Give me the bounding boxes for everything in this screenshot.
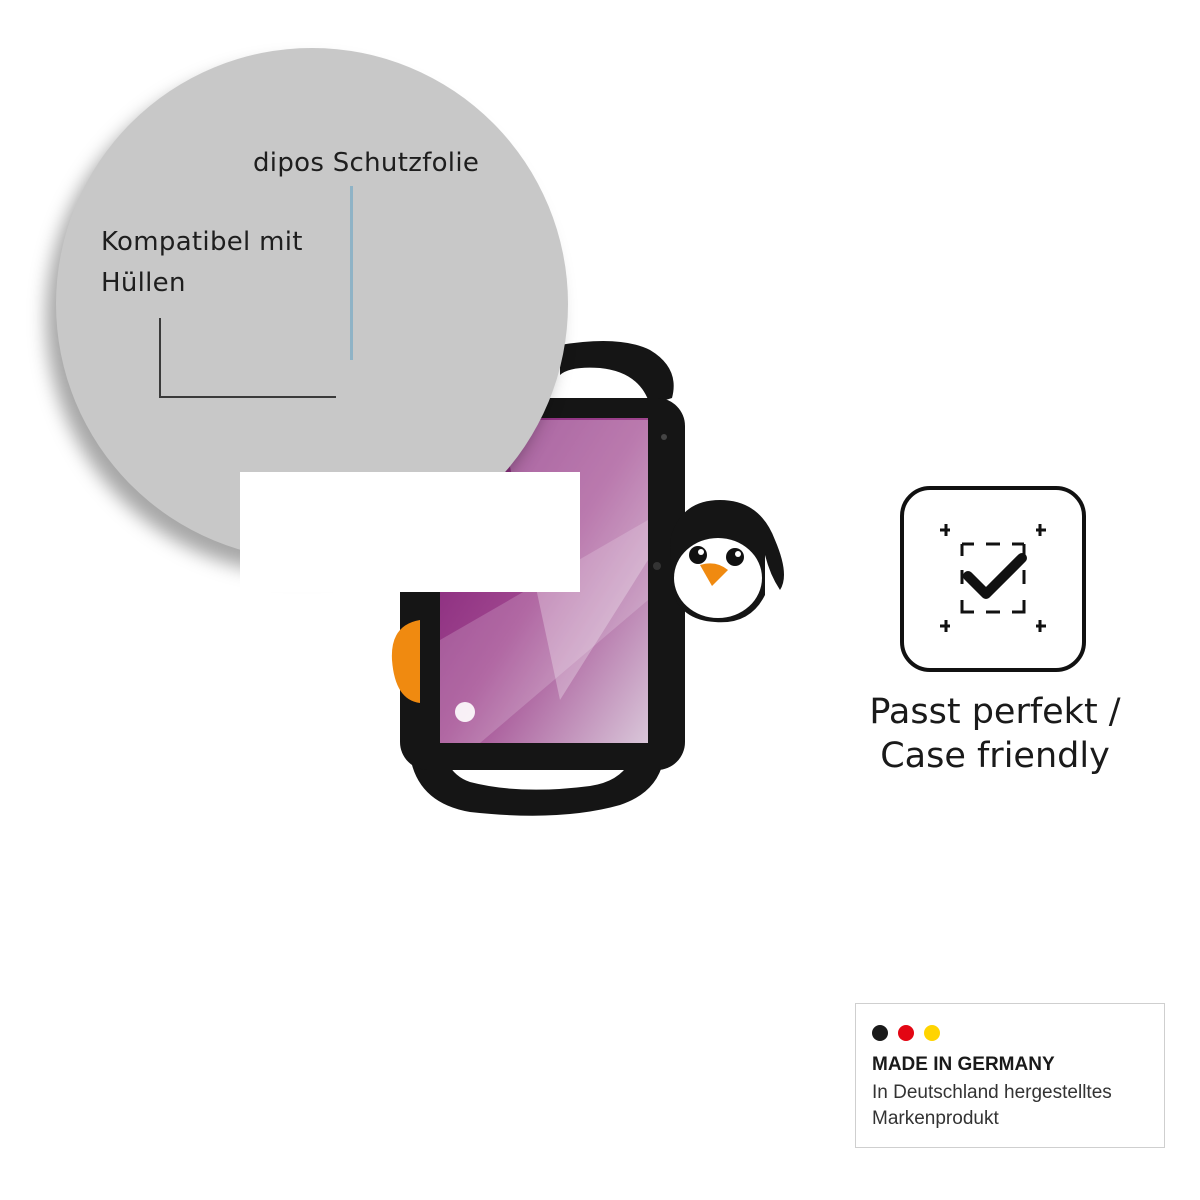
flag-dot-black (872, 1025, 888, 1041)
case-pointer-line-vertical (159, 318, 161, 398)
case-friendly-text: Passt perfekt / Case friendly (869, 692, 1121, 776)
made-in-germany-subtitle: In Deutschland hergestelltes Markenprodu… (872, 1082, 1112, 1129)
zoom-cutout (240, 472, 580, 592)
film-pointer-line (350, 186, 353, 360)
case-compat-label: Kompatibel mit Hüllen (101, 227, 303, 298)
made-in-germany-title: MADE IN GERMANY (872, 1054, 1055, 1075)
orange-flipper (391, 620, 420, 703)
flag-dot-gold (924, 1025, 940, 1041)
film-label: dipos Schutzfolie (253, 148, 480, 178)
case-pointer-line-horizontal (159, 396, 336, 398)
made-in-germany-card: MADE IN GERMANY In Deutschland hergestel… (855, 1003, 1165, 1148)
flag-dot-red (898, 1025, 914, 1041)
case-friendly-badge (900, 486, 1086, 672)
case-handle-top (560, 341, 674, 405)
penguin-head (670, 500, 784, 623)
check-frame-icon (940, 524, 1046, 632)
case-handle-bottom (408, 720, 665, 816)
